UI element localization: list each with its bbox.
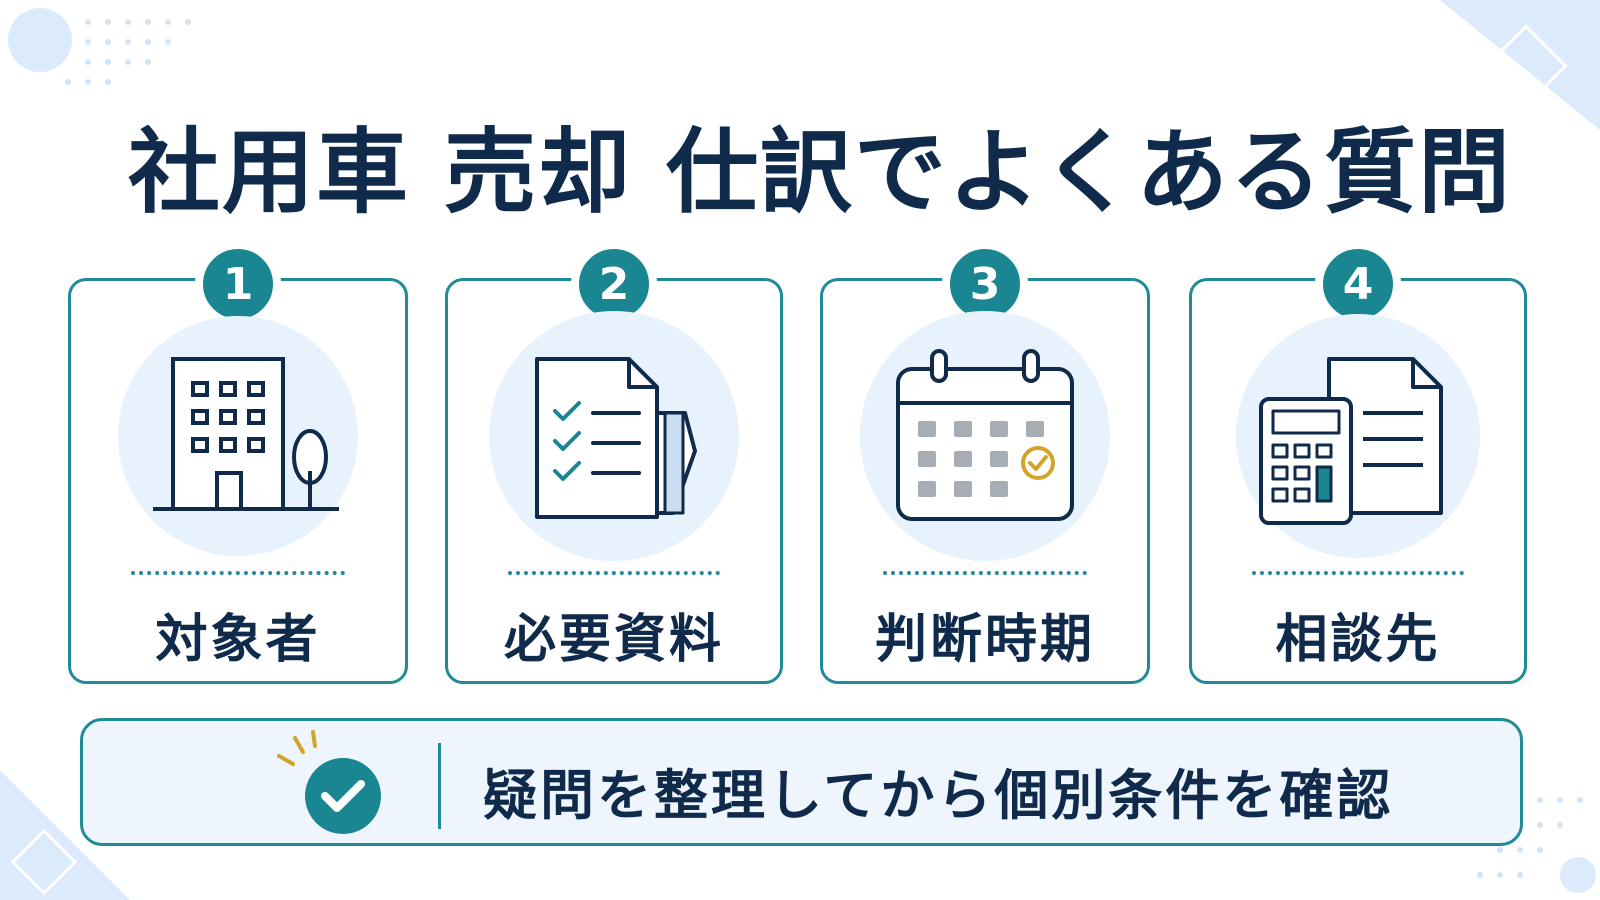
divider xyxy=(131,571,345,575)
checkmark-icon xyxy=(277,730,381,834)
banner-divider xyxy=(438,743,441,829)
divider xyxy=(508,571,720,575)
page-title: 社用車 売却 仕訳でよくある質問 xyxy=(127,119,1513,226)
card-number-badge: 1 xyxy=(195,241,281,327)
decor-top-left xyxy=(8,8,191,85)
divider xyxy=(1252,571,1464,575)
office-building-icon xyxy=(118,316,358,556)
divider xyxy=(883,571,1087,575)
summary-banner: 疑問を整理してから個別条件を確認 xyxy=(80,718,1523,846)
card-consultation: 4 相談先 xyxy=(1189,241,1527,684)
card-required-documents: 2 必要資料 xyxy=(445,241,783,684)
card-label: 対象者 xyxy=(155,610,321,670)
card-label: 判断時期 xyxy=(874,610,1095,670)
card-target-audience: 1 対象者 xyxy=(68,241,408,684)
card-label: 相談先 xyxy=(1275,610,1441,670)
card-decision-timing: 3 判断時期 xyxy=(820,241,1150,684)
calculator-document-icon xyxy=(1236,314,1480,558)
banner-text: 疑問を整理してから個別条件を確認 xyxy=(483,764,1394,827)
document-checklist-icon xyxy=(489,311,739,561)
decor-bottom-left xyxy=(0,770,130,900)
card-label: 必要資料 xyxy=(503,610,724,670)
decor-top-right xyxy=(1440,0,1600,130)
calendar-icon xyxy=(860,311,1110,561)
